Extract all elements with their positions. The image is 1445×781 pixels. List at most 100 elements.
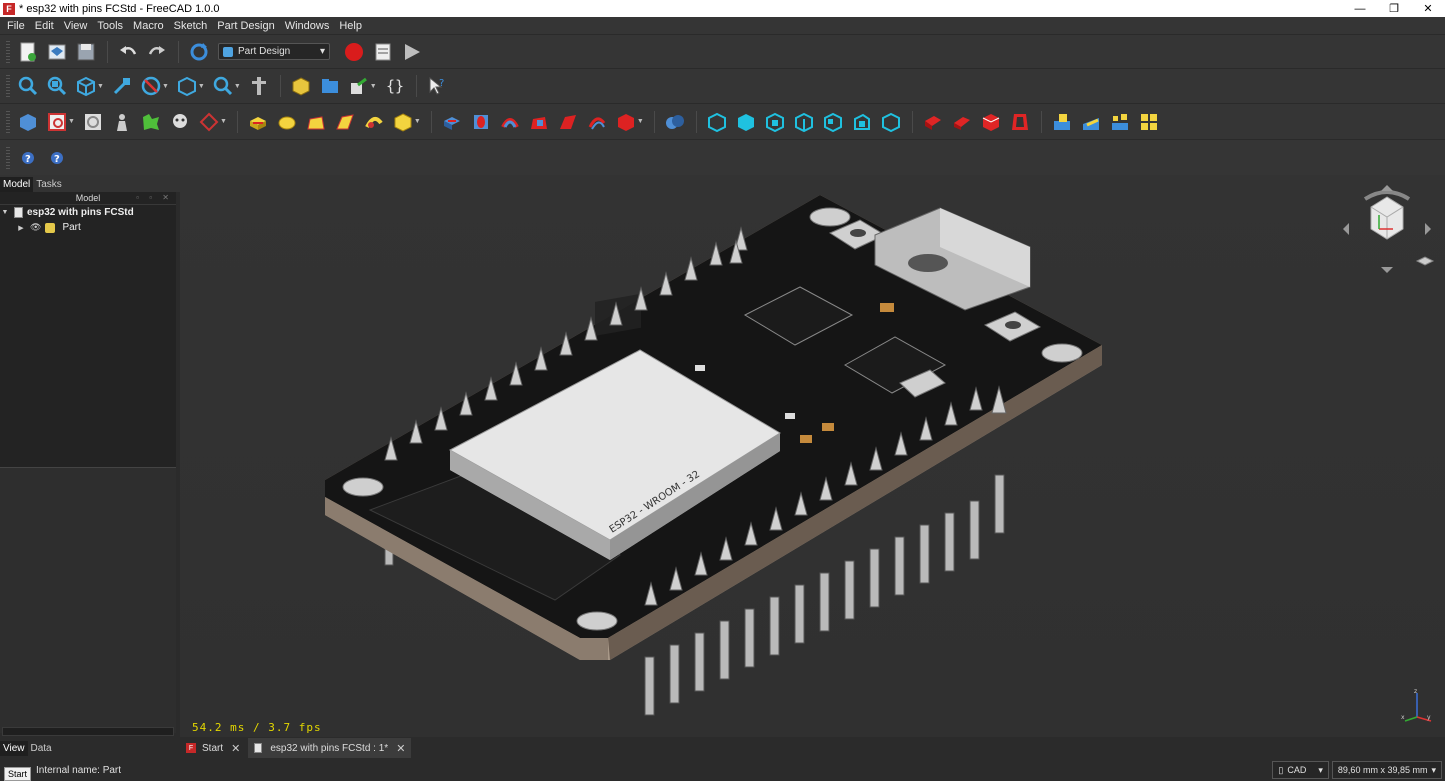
macro-run-icon[interactable] [398, 38, 426, 66]
chevron-down-icon[interactable]: ▼ [97, 82, 104, 90]
toolbar-grip[interactable] [6, 110, 10, 133]
additive-loft-icon[interactable] [302, 108, 330, 136]
open-document-icon[interactable] [43, 38, 71, 66]
minimize-button[interactable]: — [1354, 2, 1366, 15]
draft-icon[interactable] [977, 108, 1005, 136]
3d-viewport[interactable]: ESP32 - WROOM - 32 [180, 175, 1445, 737]
workbench-selector[interactable]: Part Design ▾ [218, 43, 330, 60]
tab-start[interactable]: F Start ✕ [180, 738, 246, 758]
menu-help[interactable]: Help [339, 19, 362, 32]
pad-icon[interactable] [244, 108, 272, 136]
menu-edit[interactable]: Edit [34, 19, 54, 32]
new-document-icon[interactable] [14, 38, 42, 66]
menu-part-design[interactable]: Part Design [217, 19, 275, 32]
create-part-icon[interactable] [287, 72, 315, 100]
help-context-icon[interactable]: ? [43, 144, 71, 172]
subtractive-helix-icon[interactable] [583, 108, 611, 136]
selection-view-icon[interactable] [173, 72, 201, 100]
menu-file[interactable]: File [7, 19, 25, 32]
undo-icon[interactable] [114, 38, 142, 66]
chevron-down-icon[interactable]: ▼ [161, 82, 169, 90]
link-icon[interactable] [345, 72, 373, 100]
subtractive-loft-icon[interactable] [525, 108, 553, 136]
menu-sketch[interactable]: Sketch [173, 19, 208, 32]
clone-icon[interactable] [166, 108, 194, 136]
revolution-icon[interactable] [273, 108, 301, 136]
tab-tasks[interactable]: Tasks [36, 179, 62, 190]
menu-macro[interactable]: Macro [133, 19, 164, 32]
menu-view[interactable]: View [63, 19, 88, 32]
whats-this-icon[interactable]: ? [423, 72, 451, 100]
restore-button[interactable]: ❐ [1389, 3, 1399, 15]
create-group-icon[interactable] [316, 72, 344, 100]
additive-helix-icon[interactable] [360, 108, 388, 136]
hole-icon[interactable] [467, 108, 495, 136]
navigation-style-selector[interactable]: ▯ CAD ▾ [1272, 761, 1329, 779]
multi-transform-icon[interactable] [790, 108, 818, 136]
datum-plane-icon[interactable] [195, 108, 223, 136]
fit-all-icon[interactable] [14, 72, 42, 100]
dock-buttons-icon[interactable]: ▫ ▫ ✕ [136, 193, 173, 202]
chevron-down-icon[interactable]: ▼ [68, 118, 75, 125]
fit-selection-icon[interactable] [43, 72, 71, 100]
toolbar-grip[interactable] [6, 146, 10, 169]
fillet-icon[interactable] [919, 108, 947, 136]
create-sketch-icon[interactable] [43, 108, 71, 136]
chevron-down-icon[interactable]: ▼ [369, 82, 377, 90]
horizontal-scrollbar[interactable] [2, 727, 174, 736]
tab-view[interactable]: View [0, 741, 28, 756]
tab-data[interactable]: Data [30, 743, 52, 754]
nav-up-arrow-icon[interactable] [1381, 185, 1393, 191]
help-icon[interactable]: ? [14, 144, 42, 172]
chevron-down-icon[interactable]: ▼ [636, 118, 644, 125]
zoom-icon[interactable] [209, 72, 237, 100]
shaft-design-icon[interactable] [1106, 108, 1134, 136]
sprocket-icon[interactable] [1048, 108, 1076, 136]
subtractive-pipe-icon[interactable] [554, 108, 582, 136]
standard-views-icon[interactable] [72, 72, 100, 100]
nav-down-arrow-icon[interactable] [1381, 267, 1393, 273]
additive-primitive-icon[interactable] [389, 108, 417, 136]
chevron-down-icon[interactable]: ▼ [413, 118, 421, 125]
tree-item-part[interactable]: ▶ 👁 Part [0, 220, 176, 235]
boolean-icon[interactable] [661, 108, 689, 136]
macro-edit-icon[interactable] [369, 38, 397, 66]
menu-tools[interactable]: Tools [97, 19, 124, 32]
toolbar-grip[interactable] [6, 40, 10, 63]
rotate-arrow-icon[interactable] [1363, 190, 1411, 201]
mirrored-icon[interactable] [703, 108, 731, 136]
visibility-eye-icon[interactable]: 👁 [30, 222, 42, 232]
toolbar-grip[interactable] [6, 75, 10, 97]
polar-pattern-icon[interactable] [761, 108, 789, 136]
refresh-icon[interactable] [185, 38, 213, 66]
wizard-icon[interactable] [1135, 108, 1163, 136]
chevron-down-icon[interactable]: ▼ [233, 82, 241, 90]
expand-arrow-icon[interactable]: ▼ [1, 209, 9, 216]
validate-sketch-icon[interactable] [79, 108, 107, 136]
view-menu-icon[interactable] [1415, 256, 1435, 266]
pocket-icon[interactable] [438, 108, 466, 136]
create-body-icon[interactable] [14, 108, 42, 136]
involute-gear-icon[interactable] [1077, 108, 1105, 136]
tree-item-document[interactable]: ▼ esp32 with pins FCStd [0, 205, 176, 220]
save-document-icon[interactable] [72, 38, 100, 66]
collapse-arrow-icon[interactable]: ▶ [18, 224, 24, 232]
chamfer-icon[interactable] [948, 108, 976, 136]
nav-left-arrow-icon[interactable] [1343, 223, 1349, 235]
bounding-box-icon[interactable] [108, 72, 136, 100]
navigation-cube[interactable] [1335, 181, 1439, 277]
close-icon[interactable]: ✕ [231, 742, 241, 755]
additive-pipe-icon[interactable] [331, 108, 359, 136]
linear-pattern-icon[interactable] [732, 108, 760, 136]
chevron-down-icon[interactable]: ▼ [197, 82, 205, 90]
subtractive-primitive-icon[interactable] [612, 108, 640, 136]
thickness-icon[interactable] [1006, 108, 1034, 136]
close-icon[interactable]: ✕ [396, 742, 406, 755]
fillet-transform-icon[interactable] [848, 108, 876, 136]
menu-windows[interactable]: Windows [284, 19, 330, 32]
tab-esp32-document[interactable]: esp32 with pins FCStd : 1* ✕ [248, 738, 412, 758]
tab-model[interactable]: Model [0, 177, 34, 192]
scaled-icon[interactable] [819, 108, 847, 136]
close-button[interactable]: ✕ [1423, 3, 1433, 15]
expression-icon[interactable]: {} [381, 72, 409, 100]
